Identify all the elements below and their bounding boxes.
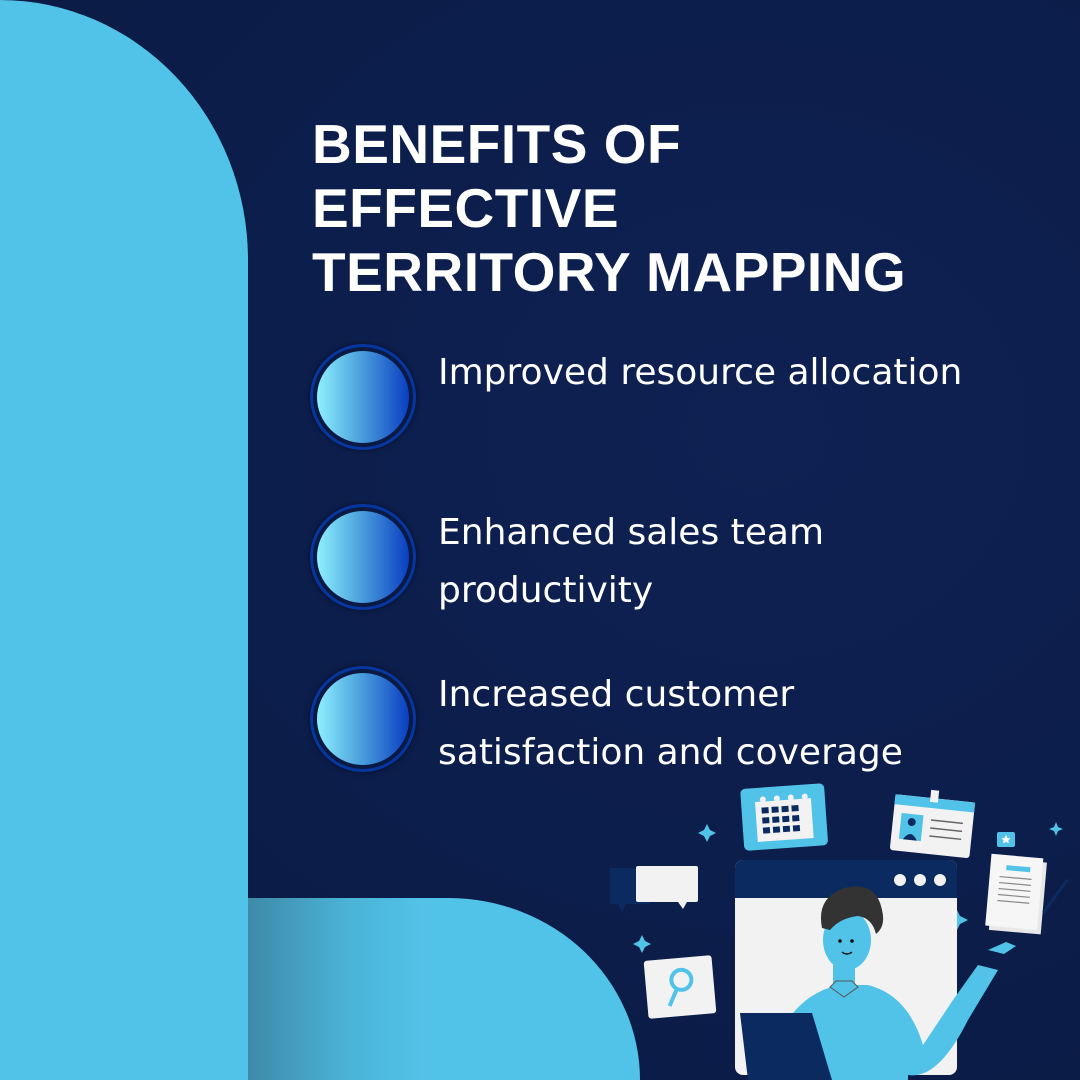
title-line-3: TERRITORY MAPPING — [312, 241, 907, 303]
benefit-item: Increased customer satisfaction and cove… — [310, 666, 1010, 776]
gradient-circle-icon — [310, 666, 416, 772]
document-icon — [985, 853, 1069, 935]
id-card-icon — [889, 789, 976, 858]
laptop-icon — [740, 1013, 832, 1080]
person-figure — [768, 886, 1016, 1080]
title-line-1: BENEFITS OF — [312, 113, 682, 175]
magnifier-icon — [643, 955, 717, 1019]
benefit-text: Increased customer satisfaction and cove… — [438, 674, 903, 773]
chat-bubble-icon — [610, 866, 698, 912]
illustration — [610, 783, 1069, 1080]
left-decorative-shape — [0, 0, 248, 1080]
benefit-text: Enhanced sales team productivity — [438, 512, 825, 611]
calendar-icon — [740, 783, 828, 851]
benefit-item: Enhanced sales team productivity — [310, 504, 1010, 614]
gradient-circle-icon — [310, 344, 416, 450]
gradient-circle-icon — [310, 504, 416, 610]
benefit-item: Improved resource allocation — [310, 344, 1010, 454]
title-line-2: EFFECTIVE — [312, 177, 620, 239]
benefit-text: Improved resource allocation — [438, 352, 963, 393]
page-title: BENEFITS OF EFFECTIVE TERRITORY MAPPING — [312, 112, 906, 304]
